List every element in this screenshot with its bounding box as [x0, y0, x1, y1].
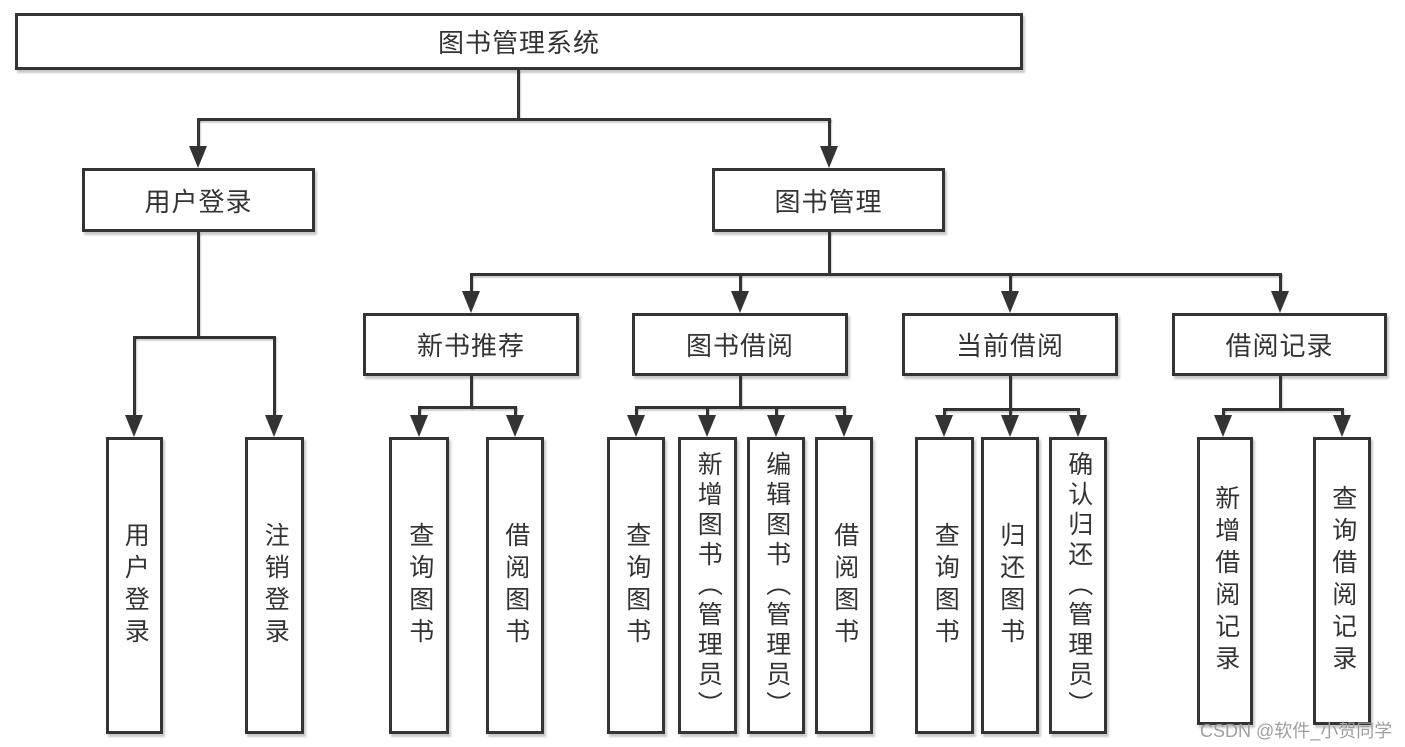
edge-drop: [418, 406, 421, 417]
node-label: 确认归还（管理员）: [1064, 450, 1093, 721]
arrowhead-down: [506, 415, 524, 437]
node-label: 用户登录: [144, 186, 253, 217]
node-label: 注销登录: [261, 521, 290, 650]
edge-drop: [1009, 273, 1012, 293]
arrowhead-down: [731, 291, 749, 313]
node-book-borrowing: 图书借阅: [632, 313, 848, 376]
node-label: 用户登录: [121, 521, 150, 650]
edge-level3-bus: [470, 273, 1282, 276]
node-leaf-query-books-borrowing: 查询图书: [607, 437, 665, 734]
node-borrow-records: 借阅记录: [1172, 313, 1387, 376]
edge-drop: [1077, 408, 1080, 417]
node-label: 新增借阅记录: [1211, 485, 1240, 677]
node-leaf-query-books-current: 查询图书: [915, 437, 974, 734]
node-leaf-logout: 注销登录: [245, 437, 304, 734]
edge-drop: [1222, 408, 1225, 417]
arrowhead-down: [698, 415, 716, 437]
edge-drop: [514, 406, 517, 417]
arrowhead-down: [767, 415, 785, 437]
node-leaf-add-borrow-record: 新增借阅记录: [1197, 437, 1253, 725]
arrowhead-down: [820, 146, 838, 168]
arrowhead-down: [935, 415, 953, 437]
node-book-management: 图书管理: [712, 168, 945, 232]
edge-new-books-bus: [418, 406, 517, 409]
edge-root-stem: [517, 70, 520, 118]
edge-drop: [1009, 408, 1012, 417]
node-library-management-system: 图书管理系统: [15, 13, 1023, 70]
csdn-watermark: CSDN @软件_小贺同学: [1200, 721, 1393, 741]
node-label: 归还图书: [996, 521, 1025, 650]
node-label: 当前借阅: [955, 331, 1064, 361]
node-label: 查询图书: [931, 521, 960, 650]
edge-drop: [739, 273, 742, 293]
node-label: 借阅图书: [501, 521, 530, 650]
node-leaf-confirm-return-admin: 确认归还（管理员）: [1049, 437, 1107, 734]
edge-book-borrow-stem: [739, 376, 742, 409]
node-current-borrowing: 当前借阅: [902, 313, 1118, 376]
arrowhead-down: [835, 415, 853, 437]
edge-drop: [635, 406, 638, 417]
edge-drop: [828, 118, 831, 148]
arrowhead-down: [1001, 415, 1019, 437]
edge-user-login-bus: [133, 336, 275, 339]
node-label: 图书管理系统: [437, 28, 600, 58]
arrowhead-down: [410, 415, 428, 437]
edge-drop: [470, 273, 473, 293]
node-user-login: 用户登录: [82, 168, 315, 232]
edge-drop: [843, 406, 846, 417]
edge-level2-bus: [197, 118, 831, 121]
edge-user-login-stem: [197, 232, 200, 336]
arrowhead-down: [125, 415, 143, 437]
node-label: 借阅图书: [830, 521, 859, 650]
node-leaf-borrow-books-borrowing: 借阅图书: [815, 437, 873, 734]
node-new-book-recommend: 新书推荐: [363, 313, 579, 376]
node-leaf-query-borrow-record: 查询借阅记录: [1313, 437, 1371, 725]
arrowhead-down: [189, 146, 207, 168]
arrowhead-down: [1271, 291, 1289, 313]
edge-book-mgmt-stem: [828, 232, 831, 275]
node-leaf-return-books: 归还图书: [981, 437, 1039, 734]
edge-drop: [1279, 273, 1282, 293]
arrowhead-down: [1001, 291, 1019, 313]
edge-borrow-records-bus: [1222, 408, 1343, 411]
node-label: 查询图书: [405, 521, 434, 650]
node-label: 图书管理: [774, 186, 883, 217]
edge-drop: [133, 336, 136, 417]
edge-current-borrow-stem: [1009, 376, 1012, 410]
node-label: 查询借阅记录: [1328, 485, 1357, 677]
edge-drop: [1341, 408, 1344, 417]
node-label: 查询图书: [622, 521, 651, 650]
arrowhead-down: [1214, 415, 1232, 437]
edge-book-borrow-bus: [635, 406, 845, 409]
node-leaf-add-books-admin: 新增图书（管理员）: [678, 437, 737, 734]
edge-drop: [943, 408, 946, 417]
node-label: 图书借阅: [685, 331, 794, 361]
node-leaf-query-books-newbooks: 查询图书: [389, 437, 449, 734]
edge-drop: [197, 118, 200, 148]
node-label: 编辑图书（管理员）: [762, 450, 791, 721]
arrowhead-down: [462, 291, 480, 313]
node-label: 新增图书（管理员）: [694, 450, 723, 721]
node-leaf-user-login: 用户登录: [106, 437, 163, 734]
node-label: 借阅记录: [1225, 331, 1334, 361]
edge-borrow-records-stem: [1279, 376, 1282, 410]
arrowhead-down: [1333, 415, 1351, 437]
node-label: 新书推荐: [416, 331, 525, 361]
edge-drop: [706, 406, 709, 417]
arrowhead-down: [1069, 415, 1087, 437]
arrowhead-down: [627, 415, 645, 437]
edge-drop: [775, 406, 778, 417]
edge-drop: [273, 336, 276, 417]
node-leaf-edit-books-admin: 编辑图书（管理员）: [747, 437, 805, 734]
node-leaf-borrow-books-newbooks: 借阅图书: [486, 437, 544, 734]
edge-new-books-stem: [470, 376, 473, 409]
arrowhead-down: [265, 415, 283, 437]
